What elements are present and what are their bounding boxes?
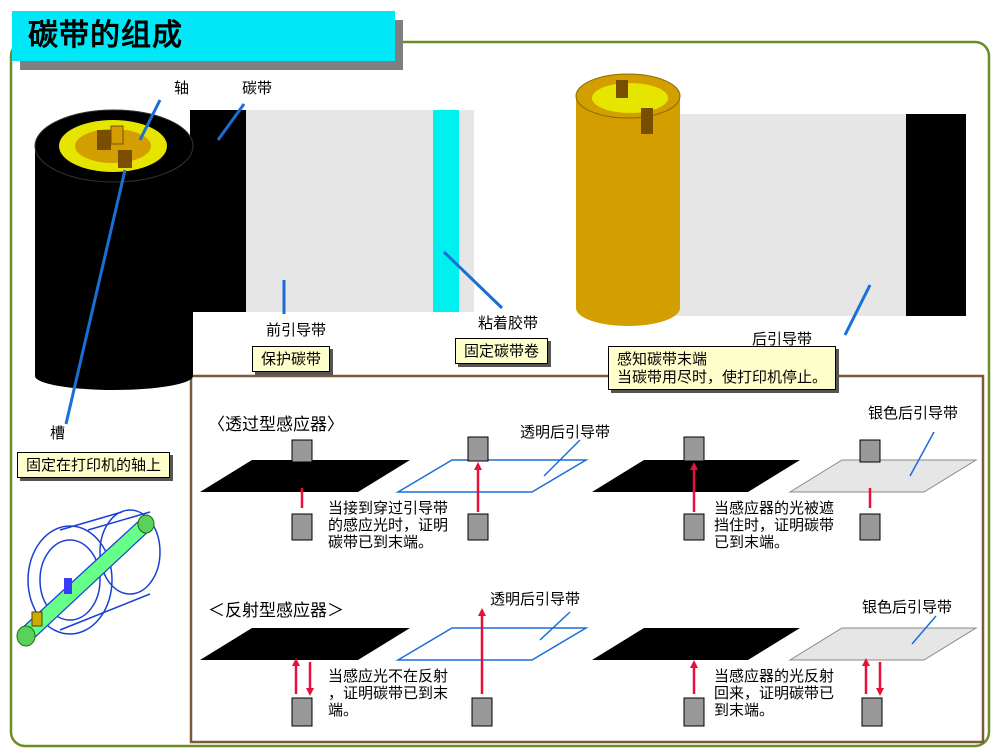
- emitter-tr1: [683, 436, 705, 462]
- black-sheet-br1: [592, 628, 800, 660]
- box-fix-axis: 固定在打印机的轴上: [17, 452, 171, 478]
- sensor-br1: [592, 628, 800, 727]
- gold-roll-body: [576, 96, 680, 308]
- box-detect-end: 感知碳带末端 当碳带用尽时，使打印机停止。: [608, 346, 837, 390]
- left-ribbon-roll: [34, 109, 474, 390]
- ribbon-black-strip: [190, 110, 246, 312]
- note-transmissive-silver: 当感应器的光被遮 挡住时，证明碳带 已到末端。: [714, 499, 835, 551]
- receiver-tr1: [683, 513, 705, 541]
- label-leader: 前引导带: [266, 321, 327, 339]
- label-silver-trailer-1: 银色后引导带: [868, 404, 959, 422]
- note-reflective-clear: 当感应光不在反射 ，证明碳带已到末 端。: [328, 667, 449, 719]
- gold-notch-a: [616, 80, 628, 98]
- trailer-strip: [670, 114, 906, 316]
- receiver-tl: [291, 513, 313, 541]
- label-clear-trailer-1: 透明后引导带: [520, 423, 611, 441]
- sensor-tc: [395, 436, 589, 541]
- trailer-pointer: [843, 284, 872, 336]
- shaft-ring-inner: [39, 539, 101, 621]
- sensor-bl: [200, 628, 410, 727]
- axis-notch-b: [110, 125, 124, 145]
- emitter-tr2: [859, 439, 881, 463]
- label-tape: 粘着胶带: [478, 314, 539, 332]
- emitter-tl: [291, 439, 313, 463]
- label-clear-trailer-2: 透明后引导带: [490, 590, 581, 608]
- box-protect-ribbon: 保护碳带: [252, 346, 331, 372]
- shaft-rod: [16, 514, 155, 647]
- receiver-tr2: [859, 513, 881, 541]
- box-detect-end-line2: 当碳带用尽时，使打印机停止。: [617, 368, 828, 386]
- sensor-tr2: [788, 431, 978, 541]
- right-ribbon-roll: [575, 73, 966, 326]
- gold-roll-core-yellow: [592, 83, 668, 113]
- trailer-black-end: [906, 114, 966, 316]
- sensor-bl-box: [291, 697, 313, 727]
- black-sheet-bl: [200, 628, 410, 660]
- box-fix-roll: 固定碳带卷: [455, 338, 549, 364]
- axis-notch-c: [118, 150, 132, 168]
- axis-pointer: [138, 99, 162, 141]
- section-reflective: ＜反射型感应器＞: [208, 601, 344, 621]
- sensor-br2-box: [861, 697, 883, 727]
- sensor-br2: [788, 615, 978, 727]
- shaft-illustration: [27, 509, 161, 635]
- note-transmissive-black: 当接到穿过引导带 的感应光时，证明 碳带已到末端。: [328, 499, 449, 551]
- shaft-ring-outer: [27, 525, 113, 635]
- receiver-tc: [467, 513, 489, 541]
- label-slot: 槽: [50, 424, 66, 442]
- clear-sheet-bc: [395, 627, 589, 661]
- sensor-panel-frame: [189, 374, 985, 744]
- label-ribbon: 碳带: [242, 79, 273, 97]
- shaft-ring-far: [99, 509, 161, 595]
- label-silver-trailer-2: 银色后引导带: [862, 598, 953, 616]
- sensor-tr1: [592, 436, 800, 541]
- gold-roll-bottom: [576, 290, 680, 326]
- sensor-br1-box: [683, 697, 705, 727]
- label-axis: 轴: [174, 79, 190, 97]
- tape-pointer: [442, 250, 504, 310]
- roll-body: [35, 146, 193, 376]
- title-box: [12, 11, 395, 61]
- slot-pointer: [64, 169, 127, 425]
- sensor-bc-box: [471, 697, 493, 727]
- page-title: 碳带的组成: [28, 18, 183, 53]
- silver-sheet-tr2: [788, 459, 978, 493]
- outer-frame: [9, 40, 991, 748]
- label-trailer: 后引导带: [752, 330, 813, 348]
- sensor-bc: [395, 608, 589, 727]
- axis-notch-a: [97, 130, 111, 150]
- gold-notch-b: [641, 108, 653, 134]
- black-sheet-tl: [200, 460, 410, 492]
- sensor-tl: [200, 439, 410, 541]
- box-detect-end-line1: 感知碳带末端: [617, 350, 708, 368]
- silver-sheet-br2: [788, 627, 978, 661]
- roll-bottom: [35, 362, 193, 390]
- black-sheet-tr1: [592, 460, 800, 492]
- note-reflective-silver: 当感应器的光反射 回来，证明碳带已 到末端。: [714, 667, 835, 719]
- emitter-tc: [467, 436, 489, 462]
- section-transmissive: 〈透过型感应器〉: [208, 415, 344, 435]
- ribbon-pointer: [216, 103, 246, 141]
- clear-sheet-tc: [395, 459, 589, 493]
- adhesive-tape: [433, 110, 459, 312]
